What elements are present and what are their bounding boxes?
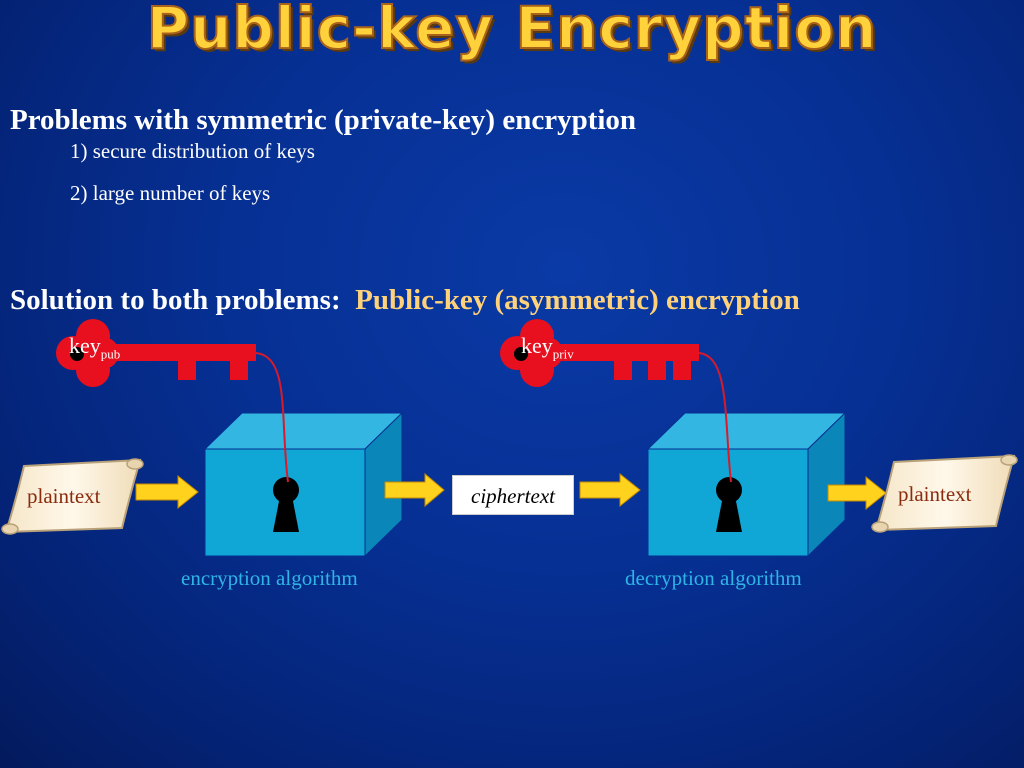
arrow-icon: [384, 472, 445, 508]
key-pub-label: keypub: [69, 333, 121, 362]
decryption-algorithm-label: decryption algorithm: [625, 566, 802, 590]
plaintext-input: plaintext: [27, 484, 101, 508]
key-to-lock-line: [255, 352, 289, 483]
problem-item-2: 2) large number of keys: [70, 181, 271, 205]
solution-line: Solution to both problems: Public-key (a…: [10, 284, 800, 317]
public-key-icon: [56, 319, 256, 387]
decryption-box: [646, 411, 847, 558]
problems-heading: Problems with symmetric (private-key) en…: [10, 104, 637, 136]
scroll-icon: [1, 458, 144, 535]
arrow-icon: [135, 474, 199, 510]
arrow-icon: [579, 472, 641, 508]
key-priv-label: keypriv: [521, 333, 574, 362]
solution-prefix: Solution to both problems:: [10, 284, 341, 316]
scroll-icon: [871, 454, 1018, 533]
encryption-box: [203, 411, 404, 558]
encryption-algorithm-label: encryption algorithm: [181, 566, 358, 590]
solution-highlight: Public-key (asymmetric) encryption: [355, 284, 800, 316]
keyhole-icon: [716, 477, 742, 532]
arrow-icon: [827, 475, 887, 511]
slide-title: Public-key Encryption: [146, 0, 878, 63]
keyhole-icon: [273, 477, 299, 532]
problem-item-1: 1) secure distribution of keys: [70, 139, 315, 163]
private-key-icon: [500, 319, 699, 387]
ciphertext-box: ciphertext: [452, 475, 574, 515]
key-to-lock-line: [698, 352, 732, 483]
plaintext-output: plaintext: [898, 482, 972, 506]
